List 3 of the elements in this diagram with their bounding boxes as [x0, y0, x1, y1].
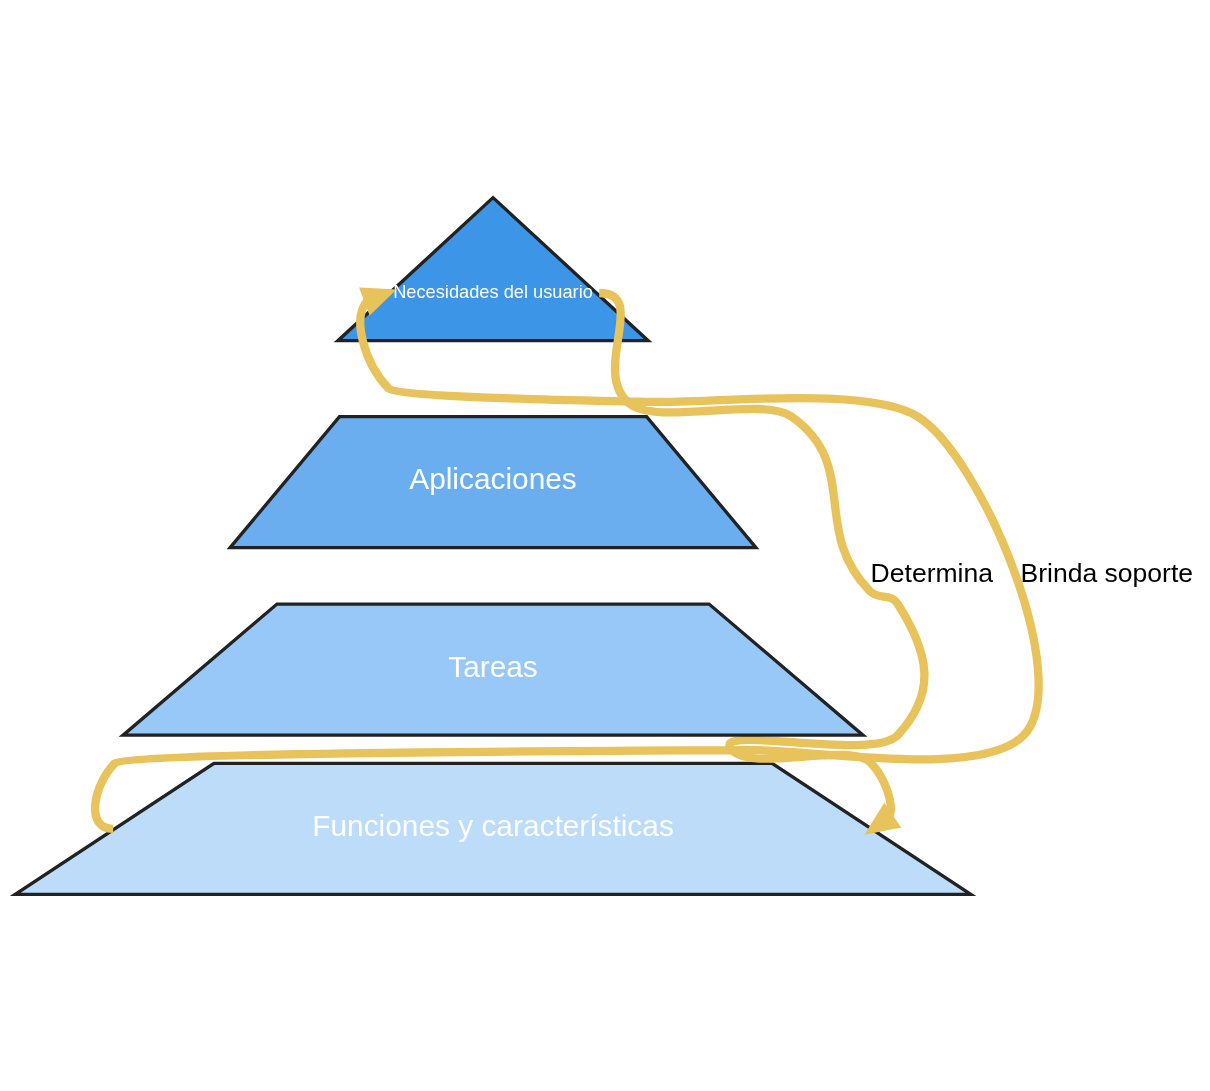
edge-label: Determina	[870, 557, 993, 588]
edge-label: Brinda soporte	[1020, 557, 1194, 588]
arrow	[598, 288, 929, 835]
